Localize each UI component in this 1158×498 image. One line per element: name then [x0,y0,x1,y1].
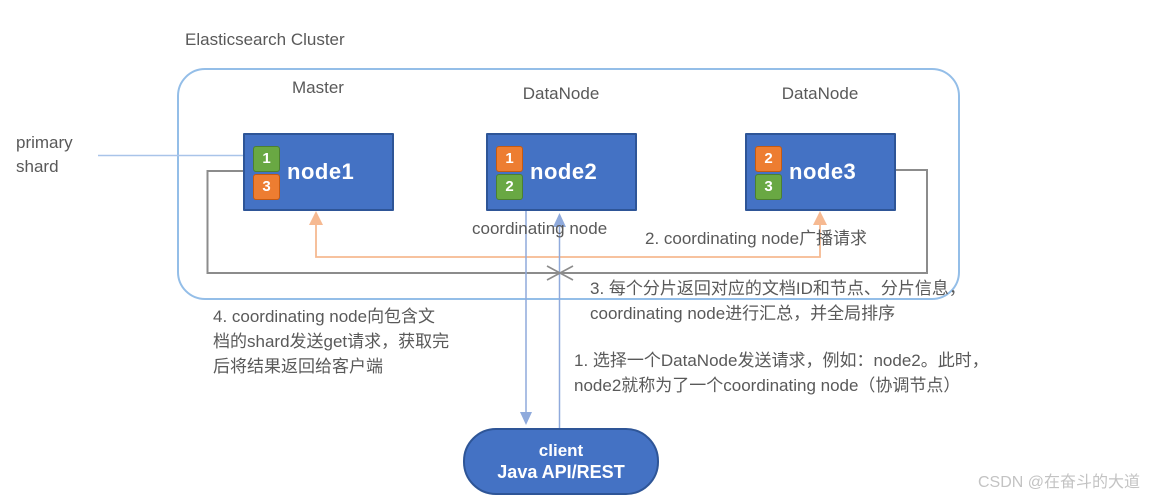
shard-badge: 3 [253,174,280,200]
line-crossing-x-icon [546,265,574,281]
cluster-boundary [177,68,960,300]
shard-badge: 3 [755,174,782,200]
node3-box: 2 3 node3 [745,133,896,211]
broadcast-arrowhead-node3-icon [813,211,827,225]
client-box: client Java API/REST [463,428,659,495]
annotation-step1: 1. 选择一个DataNode发送请求，例如：node2。此时， node2就称… [574,351,989,395]
diagram-title: Elasticsearch Cluster [185,30,345,49]
shard-badge: 2 [755,146,782,172]
watermark: CSDN @在奋斗的大道 [977,474,1140,491]
client-label: client [538,440,584,460]
node1-role-label: Master [292,78,344,97]
coordinating-node-label: coordinating node [472,219,608,238]
node2-name: node2 [530,159,598,184]
shard-return-loop-line [206,169,928,274]
shard-badge: 1 [253,146,280,172]
annotation-step3: 3. 每个分片返回对应的文档ID和节点、分片信息， coordinating n… [590,279,966,323]
client-api-label: Java API/REST [497,461,625,482]
node3-shards: 2 3 [755,146,782,200]
node1-box: 1 3 node1 [243,133,394,211]
node2-role-label: DataNode [522,84,600,103]
node3-role-label: DataNode [781,84,859,103]
broadcast-arrowhead-node1-icon [309,211,323,225]
shard-badge: 2 [496,174,523,200]
response-arrowhead-icon [520,412,532,425]
node2-shards: 1 2 [496,146,523,200]
broadcast-line [315,213,821,258]
node3-name: node3 [789,159,857,184]
request-arrowhead-icon [553,213,566,227]
primary-shard-label: primary shard [16,133,73,176]
annotation-step2: 2. coordinating node广播请求 [645,229,868,248]
node2-box: 1 2 node2 [486,133,637,211]
annotation-step4: 4. coordinating node向包含文 档的shard发送get请求，… [213,307,450,376]
shard-badge: 1 [496,146,523,172]
node1-name: node1 [287,159,355,184]
node1-shards: 1 3 [253,146,280,200]
